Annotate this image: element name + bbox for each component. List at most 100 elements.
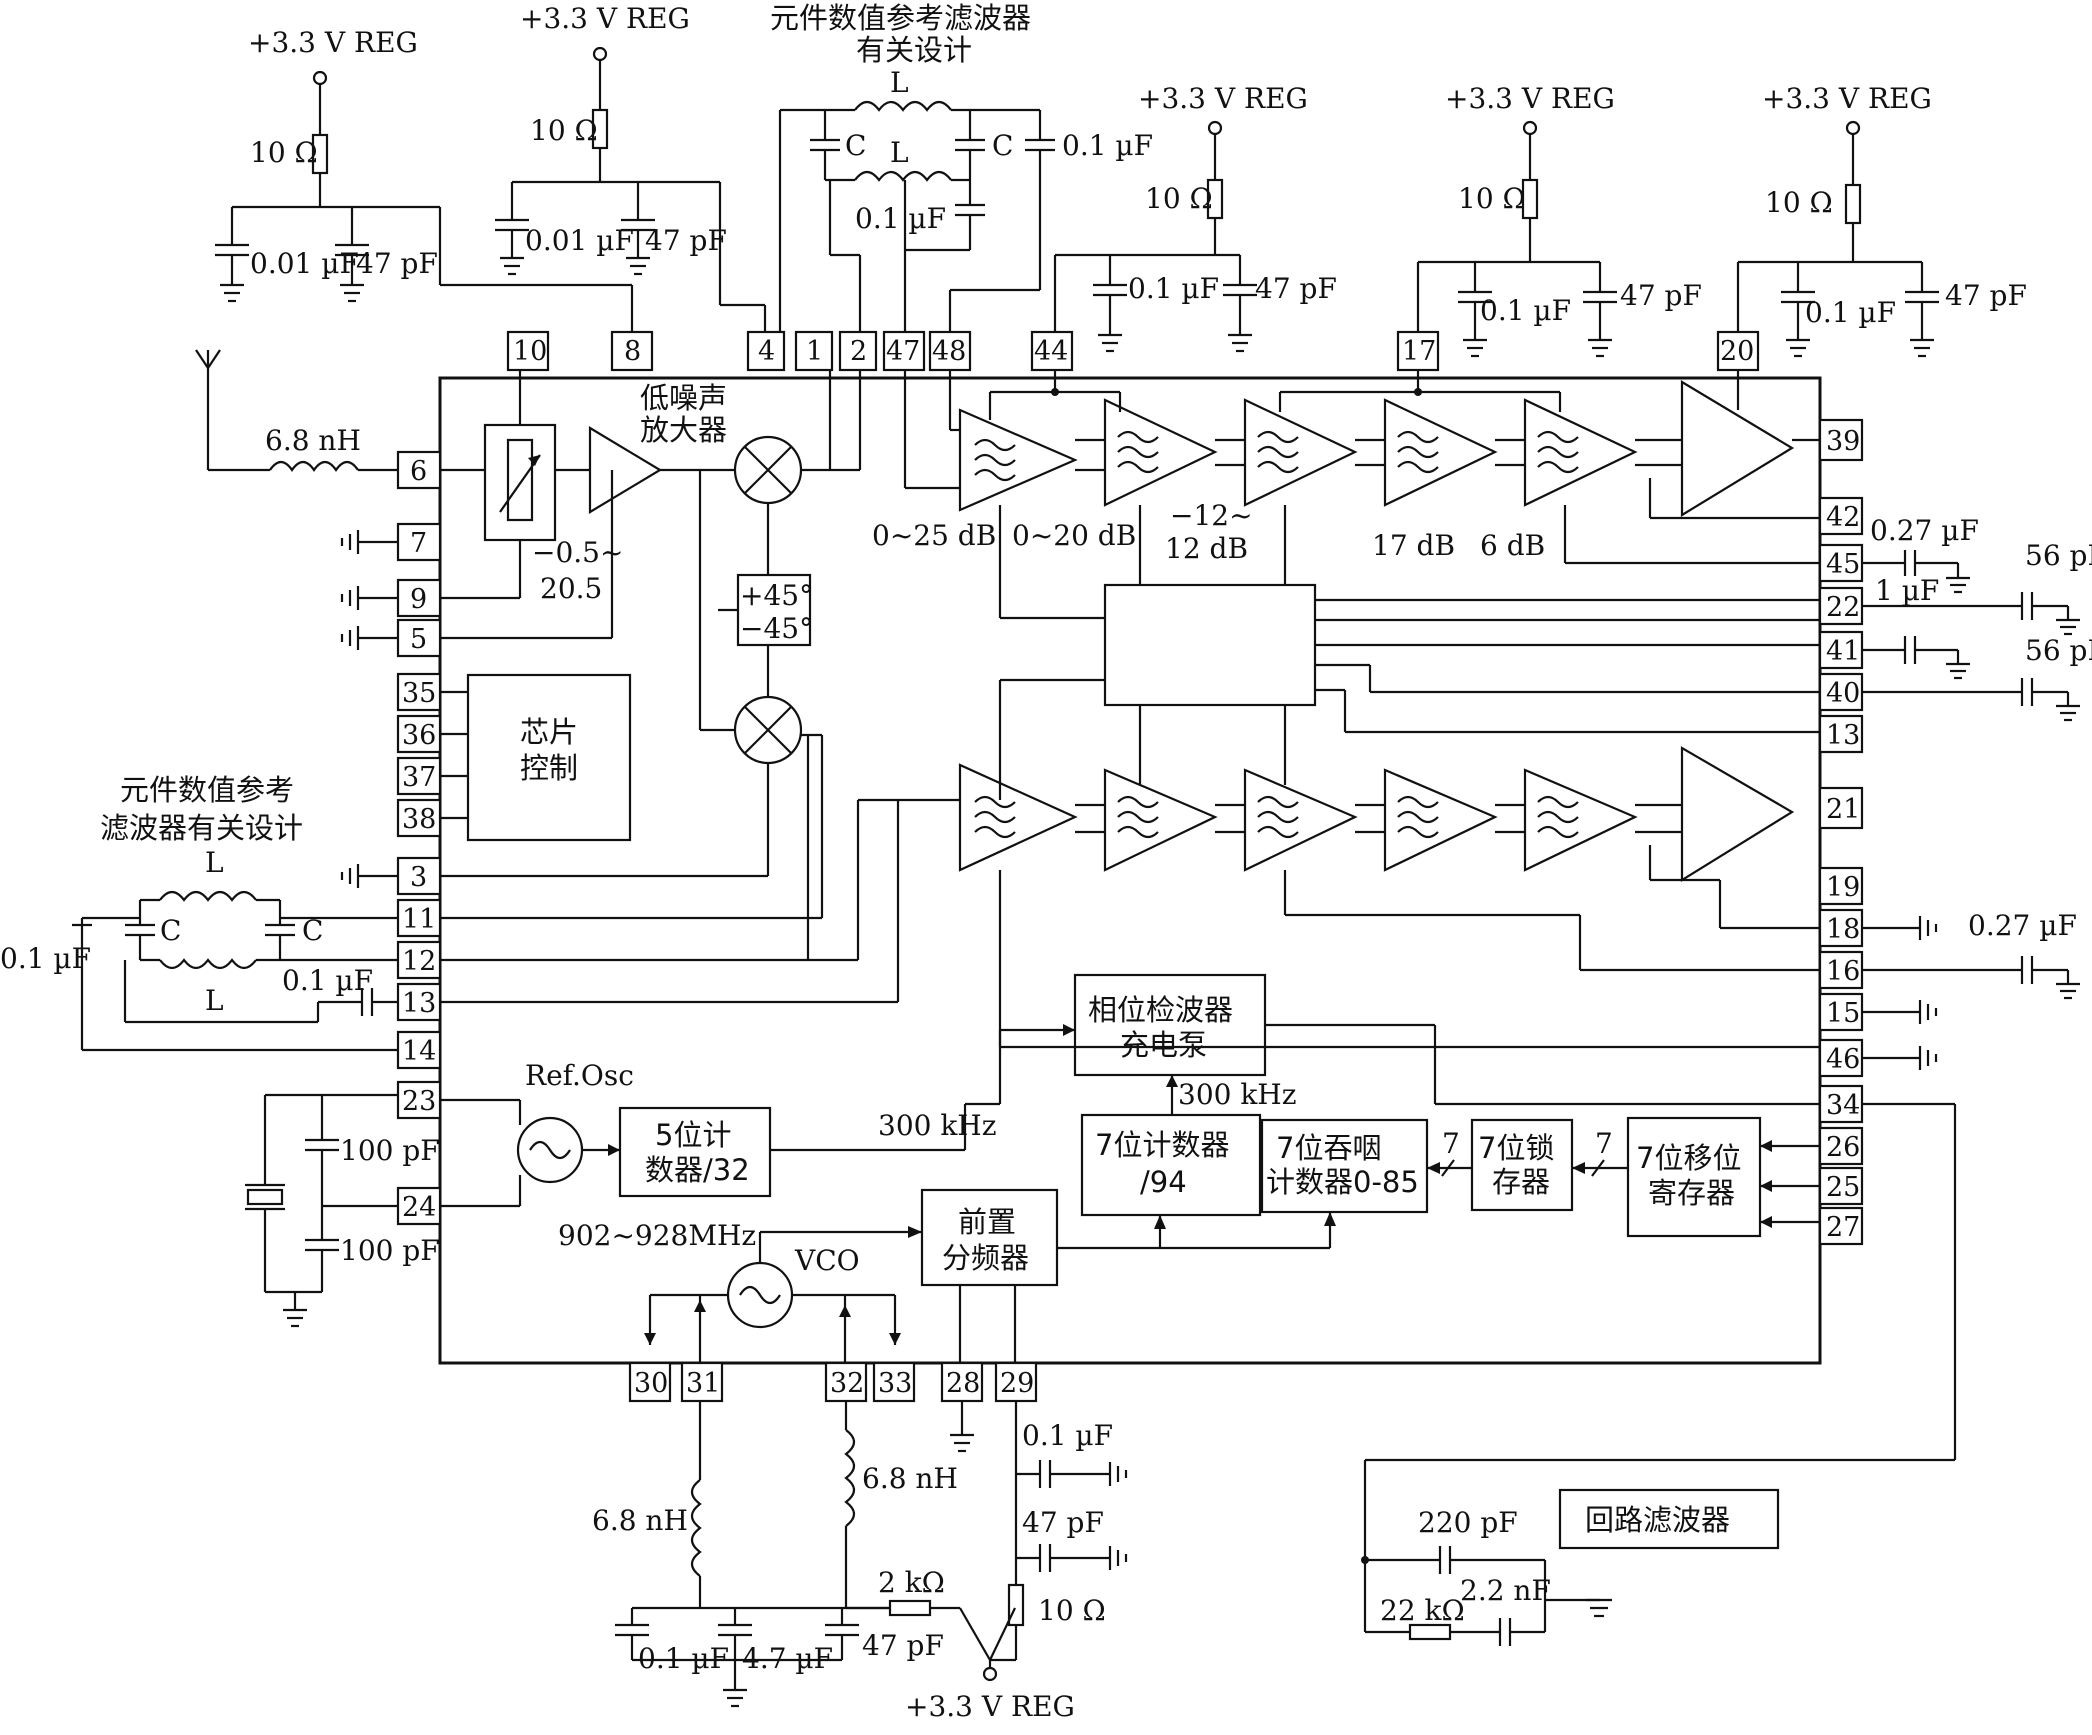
svg-text:L: L: [890, 136, 909, 169]
svg-text:15: 15: [1826, 998, 1860, 1029]
svg-text:17: 17: [1402, 336, 1436, 367]
svg-text:10 Ω: 10 Ω: [1038, 1594, 1106, 1627]
svg-text:47 pF: 47 pF: [645, 224, 727, 257]
svg-text:48: 48: [932, 336, 966, 367]
svg-text:L: L: [205, 984, 224, 1017]
svg-text:0.1 µF: 0.1 µF: [1062, 129, 1153, 162]
svg-text:VCO: VCO: [794, 1244, 860, 1277]
antenna-icon: 6.8 nH: [195, 349, 398, 472]
swallow-counter-block: [1260, 1118, 1429, 1214]
svg-text:前置: 前置: [958, 1205, 1016, 1239]
vco-tank-network: 6.8 nH 6.8 nH 0.1 µF 4.7 µF 47 pF 2 kΩ: [592, 1401, 1016, 1708]
svg-text:控制: 控制: [520, 751, 578, 785]
svg-text:56 pF: 56 pF: [2025, 539, 2092, 572]
svg-text:C: C: [160, 914, 181, 947]
svg-text:37: 37: [402, 762, 436, 793]
svg-text:存器: 存器: [1492, 1165, 1550, 1199]
svg-text:8: 8: [624, 336, 641, 367]
svg-text:44: 44: [1034, 336, 1068, 367]
svg-text:14: 14: [402, 1036, 436, 1067]
svg-text:902~928MHz: 902~928MHz: [558, 1219, 756, 1252]
crystal-network: 100 pF 100 pF: [245, 1093, 440, 1328]
svg-text:47 pF: 47 pF: [1255, 272, 1337, 305]
lna-stage: −0.5~ 20.5 低噪声 放大器: [440, 370, 735, 732]
supply-network-3: +3.3 V REG 10 Ω 0.1 µF 47 pF: [1053, 82, 1337, 353]
svg-text:6 dB: 6 dB: [1480, 529, 1545, 562]
svg-text:2.2 nF: 2.2 nF: [1460, 1574, 1551, 1607]
svg-text:38: 38: [402, 804, 436, 835]
svg-text:20.5: 20.5: [540, 572, 602, 605]
svg-text:25: 25: [1826, 1172, 1860, 1203]
svg-text:数器/32: 数器/32: [645, 1153, 750, 1187]
svg-text:0.27 µF: 0.27 µF: [1968, 909, 2077, 942]
svg-text:100 pF: 100 pF: [340, 1234, 440, 1267]
supply-label-4: +3.3 V REG: [1445, 82, 1615, 115]
phase-shifter: +45° −45°: [718, 573, 813, 697]
chip-control-block: 芯片 控制: [440, 673, 632, 842]
svg-text:0.1 µF: 0.1 µF: [638, 1642, 729, 1675]
svg-text:300 kHz: 300 kHz: [878, 1109, 996, 1142]
supply-label-2: +3.3 V REG: [520, 2, 690, 35]
svg-text:7: 7: [1442, 1127, 1460, 1160]
svg-text:充电泵: 充电泵: [1120, 1028, 1207, 1062]
svg-text:寄存器: 寄存器: [1648, 1176, 1735, 1210]
loop-filter-label-box: [1558, 1488, 1780, 1550]
svg-text:芯片: 芯片: [520, 715, 578, 749]
svg-text:−0.5~: −0.5~: [532, 536, 623, 569]
svg-text:12: 12: [402, 946, 436, 977]
supply-network-1: +3.3 V REG 10 Ω 0.01 µF 47 pF: [215, 26, 634, 332]
shift-register-block: [1626, 1116, 1762, 1238]
filter-note-top-1: 元件数值参考滤波器: [770, 1, 1031, 35]
svg-text:30: 30: [634, 1368, 668, 1399]
svg-text:47 pF: 47 pF: [1620, 279, 1702, 312]
svg-text:17 dB: 17 dB: [1372, 529, 1455, 562]
mixer-i: [733, 370, 862, 575]
svg-text:0~20 dB: 0~20 dB: [1012, 519, 1136, 552]
svg-text:L: L: [205, 846, 224, 879]
svg-text:1: 1: [806, 336, 823, 367]
svg-text:0~25 dB: 0~25 dB: [872, 519, 996, 552]
svg-text:34: 34: [1826, 1090, 1860, 1121]
svg-text:100 pF: 100 pF: [340, 1134, 440, 1167]
svg-text:0.01 µF: 0.01 µF: [250, 247, 359, 280]
latch-block: [1470, 1118, 1574, 1212]
svg-text:27: 27: [1826, 1212, 1860, 1243]
top-pins: 10 8 4 1 2 47 48 44 17 20: [506, 330, 1760, 372]
rssi-control-block: [998, 583, 1820, 800]
svg-text:19: 19: [1826, 872, 1860, 903]
lna-label-2: 放大器: [640, 413, 727, 447]
svg-text:10: 10: [513, 336, 547, 367]
svg-text:23: 23: [402, 1086, 436, 1117]
svg-text:10 Ω: 10 Ω: [250, 136, 318, 169]
svg-text:33: 33: [878, 1368, 912, 1399]
svg-text:4.7 µF: 4.7 µF: [742, 1642, 833, 1675]
svg-text:47 pF: 47 pF: [356, 247, 438, 280]
svg-text:−12~: −12~: [1170, 499, 1253, 532]
bottom-pins: 30 31 32 33 28 29: [628, 1361, 1038, 1403]
filter-note-left-2: 滤波器有关设计: [100, 811, 303, 845]
svg-text:0.01 µF: 0.01 µF: [525, 224, 634, 257]
svg-text:300 kHz: 300 kHz: [1178, 1078, 1296, 1111]
left-pins: 6 7 9 5 35 36 37 38 3 11 12 13 14 23 24: [396, 450, 442, 1226]
svg-text:6.8 nH: 6.8 nH: [265, 424, 361, 457]
svg-text:47 pF: 47 pF: [1945, 279, 2027, 312]
pll-section: 相位检波器 充电泵 Ref.Osc 5位计 数器/32 300 kHz 7位计数…: [440, 973, 1957, 1560]
svg-text:相位检波器: 相位检波器: [1088, 993, 1233, 1027]
amp-chain-q: [440, 746, 1820, 1049]
svg-text:−45°: −45°: [740, 612, 813, 645]
svg-text:/94: /94: [1140, 1165, 1187, 1199]
svg-text:20: 20: [1720, 336, 1754, 367]
svg-text:18: 18: [1826, 914, 1860, 945]
bottom-supply-label: +3.3 V REG: [905, 1690, 1075, 1723]
svg-text:16: 16: [1826, 956, 1860, 987]
svg-text:0.1 µF: 0.1 µF: [855, 202, 946, 235]
svg-text:0.1 µF: 0.1 µF: [1128, 272, 1219, 305]
filter-note-left-1: 元件数值参考: [120, 773, 294, 807]
right-pins: 39 42 45 22 41 40 13 21 19 18 16 15 46 3…: [1818, 418, 1864, 1246]
svg-text:11: 11: [402, 904, 436, 935]
svg-text:0.27 µF: 0.27 µF: [1870, 514, 1979, 547]
svg-text:41: 41: [1826, 636, 1860, 667]
svg-text:+45°: +45°: [740, 579, 813, 612]
prescaler-supply-network: 0.1 µF 47 pF 10 Ω +3.3 V REG: [905, 1401, 1128, 1723]
